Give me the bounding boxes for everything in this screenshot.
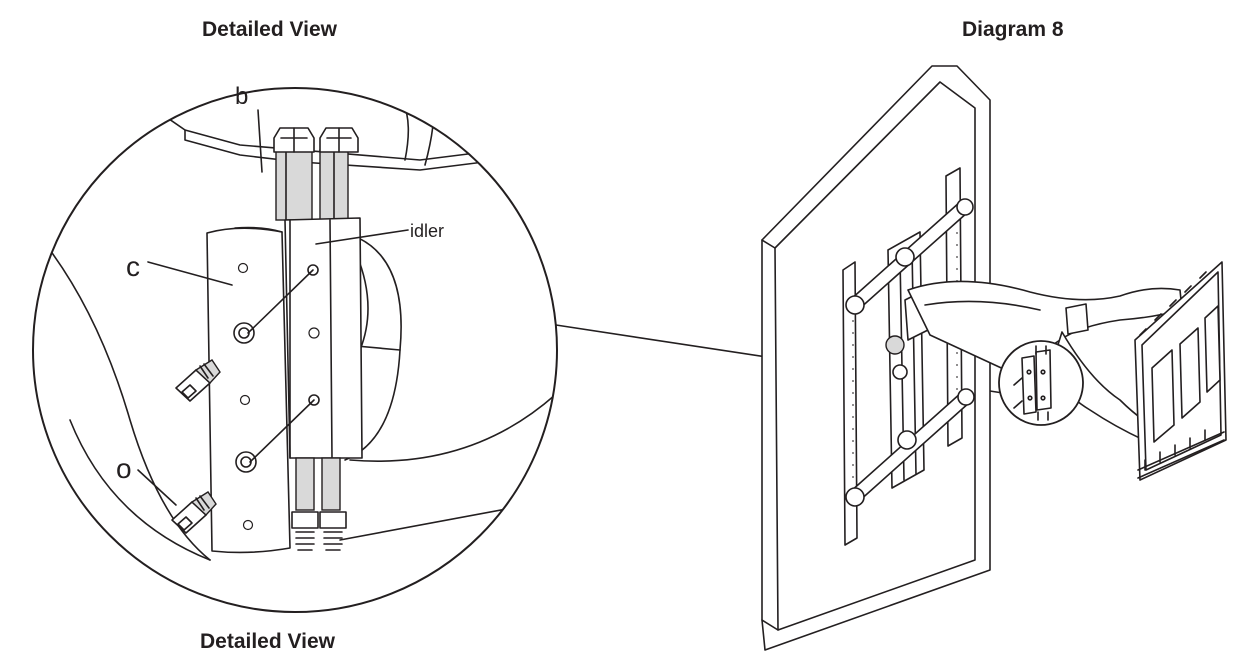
detailed-view-caption: Detailed View (200, 630, 336, 653)
label-idler: idler (410, 221, 444, 241)
label-b: b (235, 83, 248, 110)
label-o: o (116, 453, 132, 484)
wall-mount-assembly (761, 65, 1227, 651)
detailed-view-title: Detailed View (202, 18, 338, 41)
detail-circle-view: b c idler o (32, 83, 558, 613)
diagram-title: Diagram 8 (962, 18, 1064, 41)
socket-screw-lower (171, 491, 217, 534)
socket-screw-upper (175, 359, 221, 402)
label-c: c (126, 251, 140, 282)
